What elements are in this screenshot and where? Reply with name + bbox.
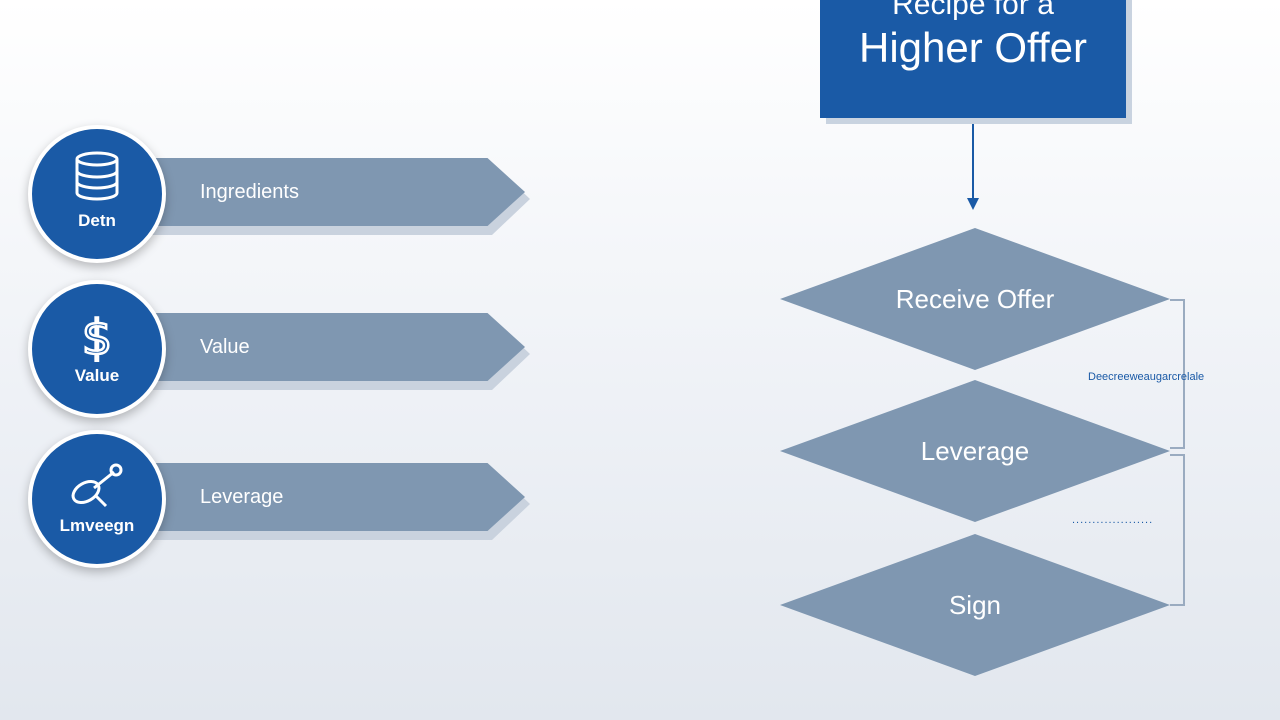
database-icon [75,151,119,201]
ingredient-circle-label: Detn [78,211,116,230]
link-icon [71,463,123,508]
flow-step-sign: Sign [780,534,1170,676]
ingredient-circle: $ Value [28,280,166,418]
side-note-upper: Deecreeweaugarcrelale [1088,371,1205,383]
step-label: Leverage [920,435,1030,466]
ingredient-row-2: Value $ Value [0,280,540,440]
ingredient-bar: Value [150,313,525,381]
title-line-2: Higher Offer [859,24,1087,71]
ingredient-row-3: Leverage Lmveegn [0,430,540,590]
flow-step-leverage: Leverage [780,380,1170,522]
dollar-icon: $ [80,309,113,362]
step-label: Sign [948,589,1002,620]
ingredient-circle-label: Lmveegn [59,516,135,535]
ingredient-circle-label: Value [74,366,120,385]
ingredient-bar-label: Leverage [200,486,284,508]
title-box: Recipe for a Higher Offer [820,0,1126,118]
ingredient-bar: Ingredients [150,158,525,226]
flow-step-receive-offer: Receive Offer [780,228,1170,370]
ingredient-bar: Leverage [150,463,525,531]
title-line-1: Recipe for a [892,0,1054,21]
bracket-upper [1170,299,1185,449]
side-note-lower: .................... [1072,514,1154,526]
bracket-lower [1170,454,1185,606]
svg-text:$: $ [82,310,113,362]
ingredient-bar-label: Ingredients [200,181,299,203]
ingredient-circle: Lmveegn [28,430,166,568]
ingredient-row-1: Ingredients Detn [0,125,540,285]
title-arrow-head [967,198,979,210]
step-label: Receive Offer [895,283,1055,314]
ingredient-circle: Detn [28,125,166,263]
ingredient-bar-label: Value [200,336,250,358]
